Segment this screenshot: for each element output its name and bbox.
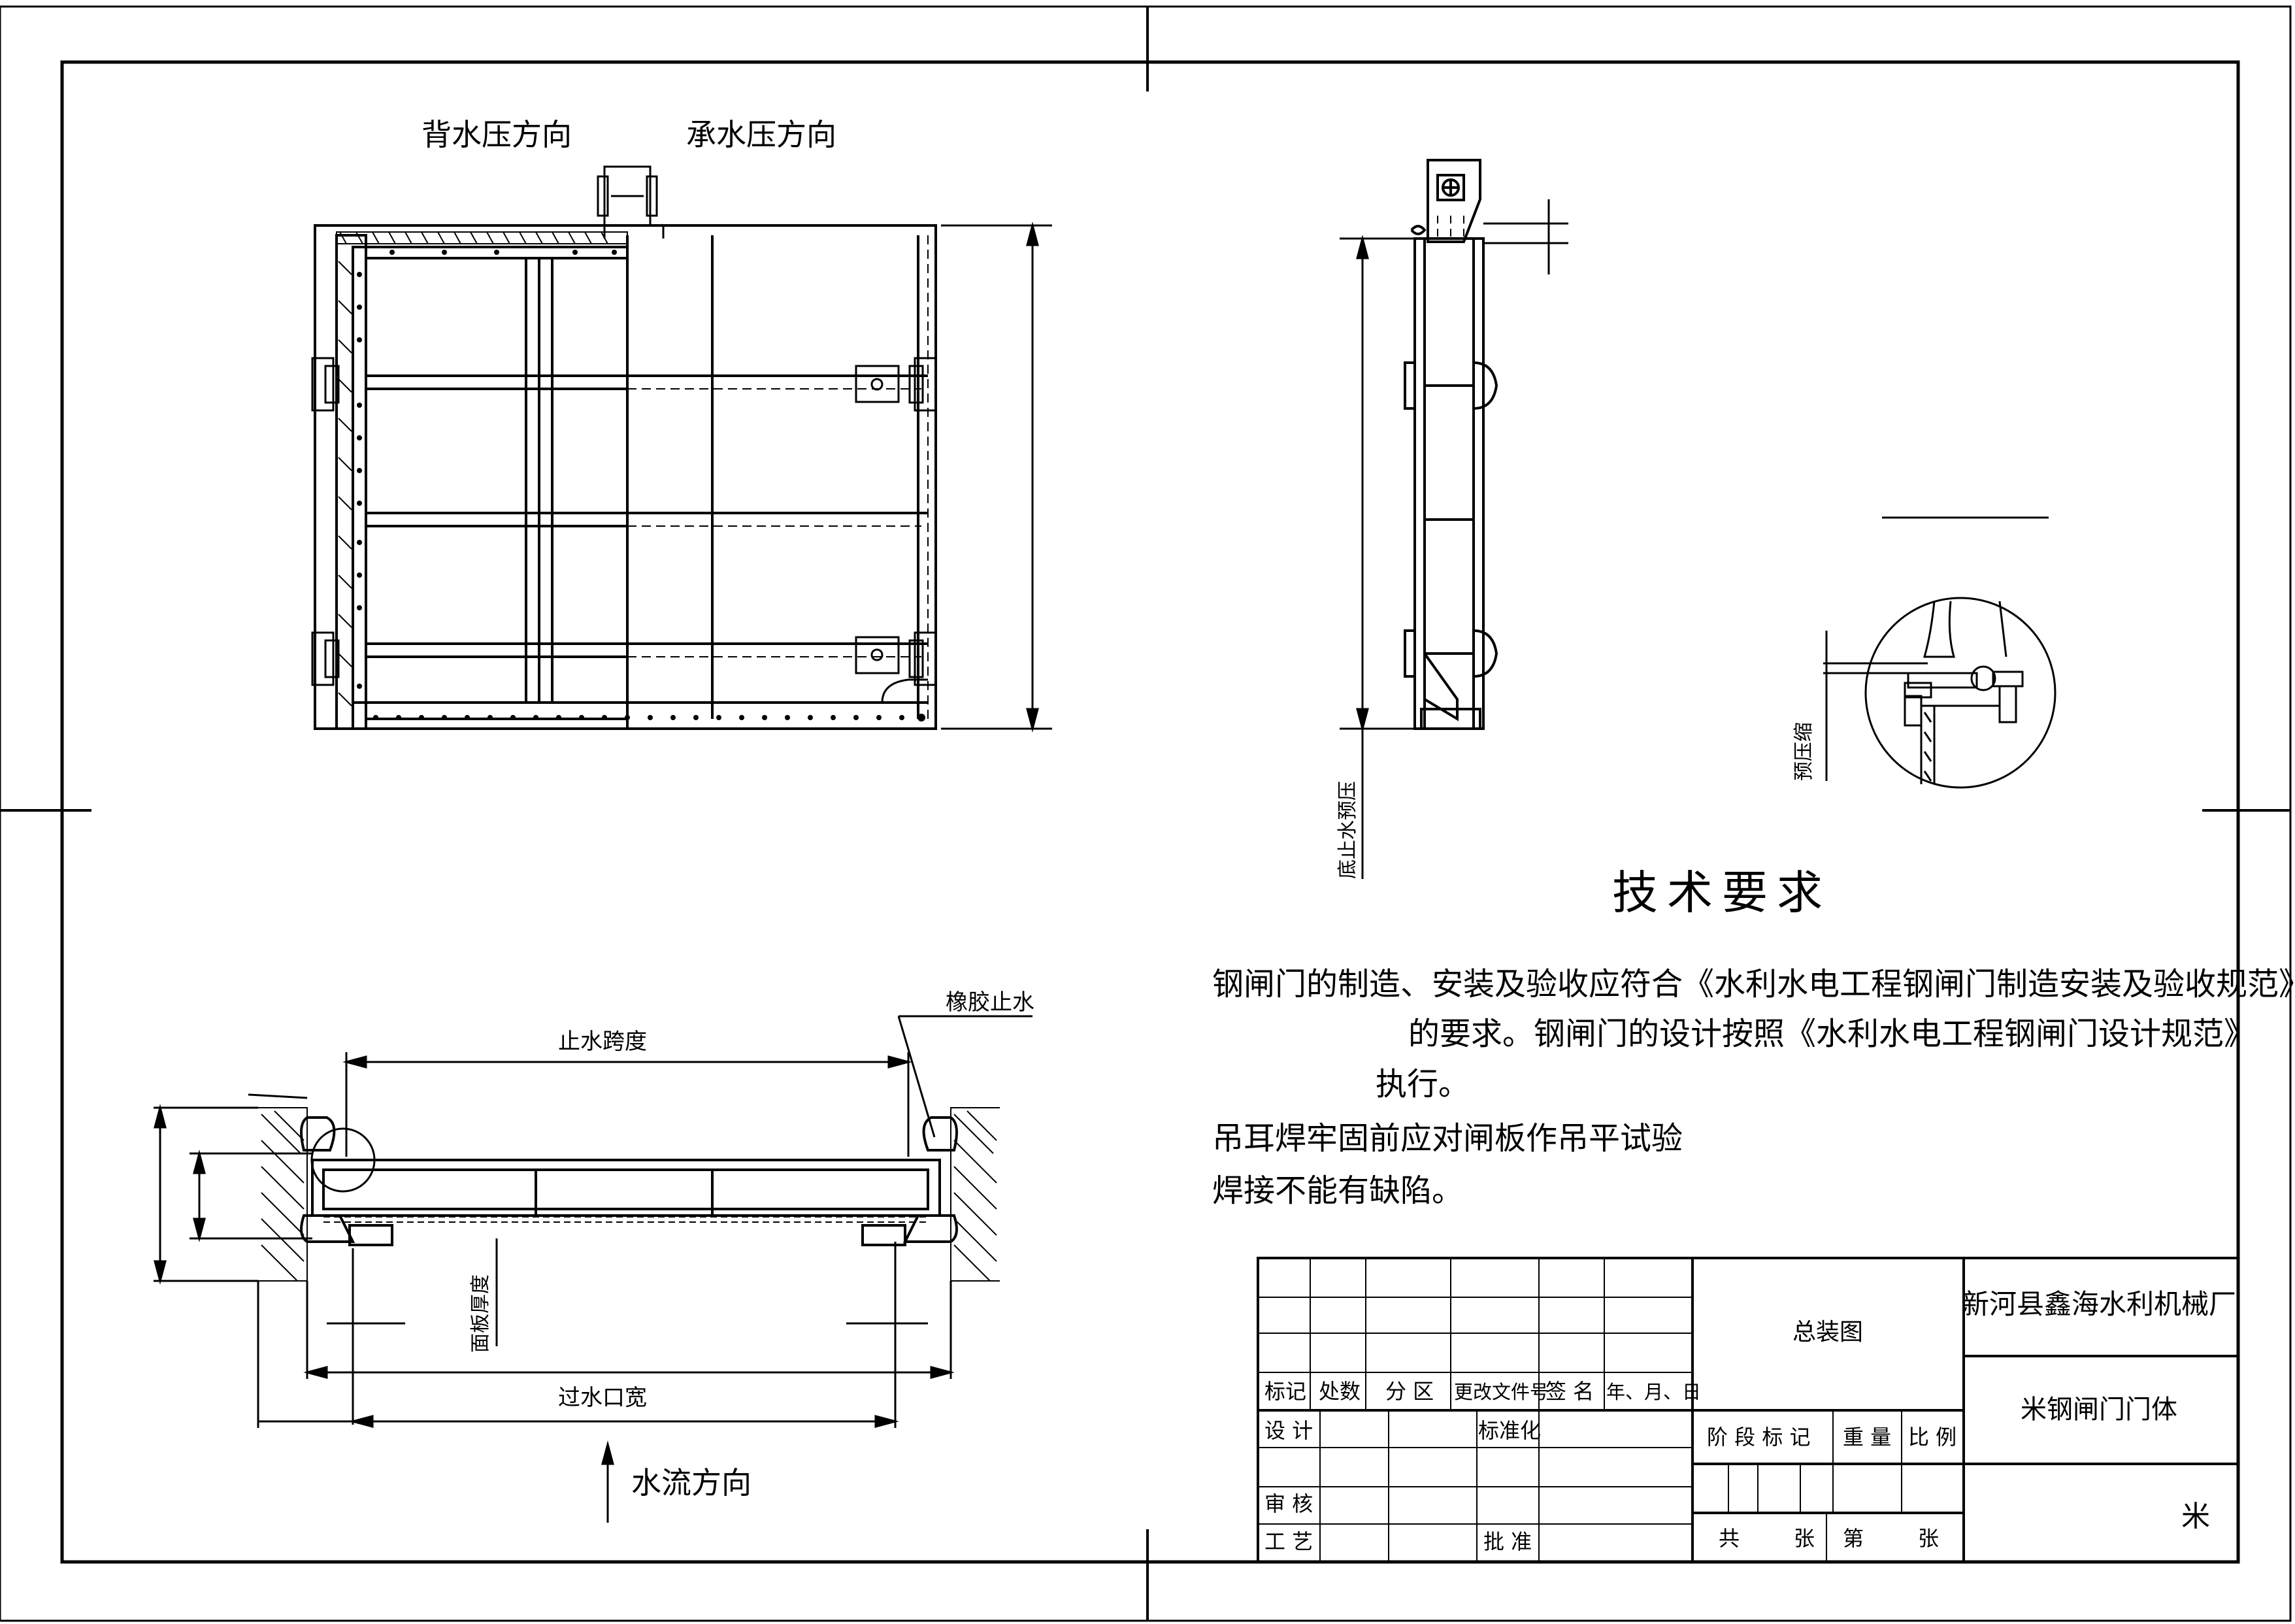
gate-plan-body [300,1116,958,1246]
gate-front-frame [314,224,937,730]
tech-requirements: 技术要求 钢闸门的制造、安装及验收应符合《水利水电工程钢闸门制造安装及验收规范》… [1212,866,2295,1209]
plan-view: 止水跨度 橡胶止水 面板厚度 过水口宽 水流方向 [154,989,1034,1523]
detail-view: 预压缩 [1792,516,2056,789]
tech-line-2: 的要求。钢闸门的设计按照《水利水电工程钢闸门设计规范》 [1408,1016,2255,1052]
label-opening-width: 过水口宽 [558,1385,647,1411]
front-view: 背水压方向 承水压方向 [311,117,1052,733]
sheet-inner-border [60,60,2240,1564]
tb-total: 共 [1719,1526,1740,1551]
tb-part-name: 米钢闸门门体 [2021,1395,2177,1425]
tb-unit: 米 [2181,1500,2210,1533]
tb-rev-sign: 签 名 [1545,1379,1594,1404]
sheet-outer-border [0,5,2292,1622]
label-panel-thickness: 面板厚度 [469,1274,492,1353]
tb-nth: 第 [1843,1526,1864,1551]
tb-sheets-1: 张 [1794,1526,1815,1551]
hidden-lines [627,235,929,719]
vertical-stiffeners [525,258,553,703]
label-seal-span: 止水跨度 [558,1029,647,1055]
tb-rev-date: 年、月、日 [1606,1381,1701,1403]
front-height-dimension [941,222,1052,733]
side-wheels [311,357,937,703]
tech-line-1: 钢闸门的制造、安装及验收应符合《水利水电工程钢闸门制造安装及验收规范》 [1212,966,2295,1003]
tb-process: 工 艺 [1264,1529,1313,1554]
side-dimensions [1340,199,1568,879]
label-bottom-seal: 底止水预压 [1336,781,1359,879]
side-view: 底止水预压 [1336,159,1568,879]
plan-dimensions [154,1015,1032,1523]
tb-stage-mark: 阶 段 标 记 [1707,1425,1811,1450]
label-bearing-pressure: 承水压方向 [686,117,836,152]
tb-rev-zone: 分 区 [1385,1379,1434,1404]
tech-line-4: 吊耳焊牢固前应对闸板作吊平试验 [1212,1120,1683,1157]
tech-line-5: 焊接不能有缺陷。 [1212,1172,1463,1209]
title-block: 标记 处数 分 区 更改文件号 签 名 年、月、日 设 计 标准化 审 核 工 … [1257,1257,2239,1563]
seal-band [336,231,628,706]
tech-title: 技术要求 [1612,866,1832,920]
tech-line-3: 执行。 [1376,1066,1470,1102]
label-rubber-seal: 橡胶止水 [946,989,1034,1016]
centering-marks [0,7,2290,1621]
label-precompression: 预压缩 [1792,722,1815,781]
tb-review: 审 核 [1264,1491,1313,1516]
tb-approve: 批 准 [1483,1529,1532,1554]
label-flow-direction: 水流方向 [631,1465,751,1500]
tb-standardize: 标准化 [1478,1418,1541,1443]
tb-sheets-2: 张 [1918,1526,1939,1551]
tb-rev-mark: 标记 [1264,1379,1306,1404]
lifting-lug [591,165,665,239]
tb-drawing-name: 总装图 [1792,1319,1863,1346]
horizontal-beams [353,374,928,704]
tb-rev-doc: 更改文件号 [1454,1381,1549,1403]
bolt-row-bottom [357,250,925,721]
tb-design: 设 计 [1264,1418,1313,1443]
concrete-walls [258,1107,1000,1282]
tb-company: 新河县鑫海水利机械厂 [1962,1288,2236,1320]
tb-scale: 比 例 [1908,1425,1957,1450]
tb-rev-count: 处数 [1319,1379,1361,1404]
label-back-pressure: 背水压方向 [421,117,572,152]
tb-weight: 重 量 [1843,1425,1891,1450]
